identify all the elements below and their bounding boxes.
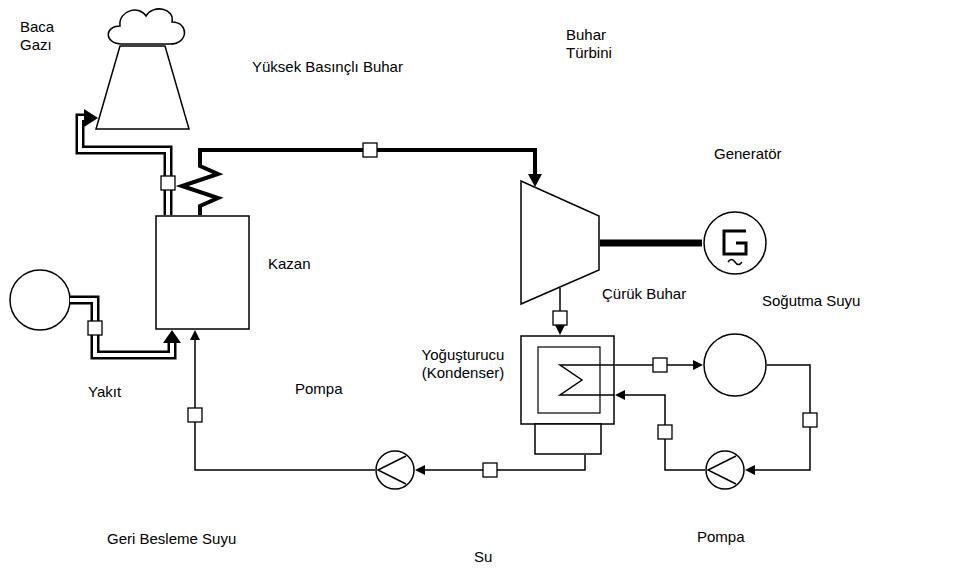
valve-square: [188, 408, 202, 422]
cooling-coil: [560, 365, 614, 395]
turbine-outline: [521, 181, 599, 304]
pump-symbol: [378, 456, 406, 484]
condenser: Yoğuşturucu (Kondenser): [520, 335, 615, 455]
node-label: Soğutma Suyu: [762, 292, 860, 310]
node-label: Pompa: [697, 528, 745, 546]
pipe-connector: [182, 150, 542, 215]
feed-pump: Pompa: [375, 450, 415, 490]
arrow-head: [693, 360, 703, 370]
valve-group: [88, 143, 817, 477]
arrow-head: [615, 390, 625, 400]
cooling-water: Soğutma Suyu: [703, 333, 767, 397]
condenser-hotwell: [535, 424, 601, 454]
pump-symbol: [708, 456, 736, 484]
arrow-head: [190, 330, 200, 340]
valve-square: [658, 425, 672, 439]
pipe-line: [423, 455, 585, 470]
valve-square: [88, 321, 102, 335]
pump-outline: [376, 451, 414, 489]
node-label: Yoğuşturucu (Kondenser): [410, 346, 516, 382]
chimney-outline: [96, 46, 189, 129]
fuel-arrow: [163, 330, 181, 343]
pump-outline: [706, 451, 744, 489]
boiler: Kazan: [155, 215, 250, 330]
steam-turbine: Buhar Türbini: [520, 180, 600, 305]
generator-shape: [702, 210, 768, 276]
valve-square: [161, 176, 175, 190]
valve-square: [363, 143, 377, 157]
flow-label: Çürük Buhar: [600, 285, 688, 303]
pipe-line: [195, 338, 375, 470]
pipe-connector: [415, 455, 585, 475]
feed-pump-shape: [375, 450, 415, 490]
node-label: Generatör: [714, 145, 782, 163]
node-label: Baca Gazı: [20, 18, 68, 54]
arrow-head: [415, 465, 425, 475]
pipe-connector: [600, 243, 702, 244]
pipe-line: [80, 118, 168, 215]
pipe-line: [623, 395, 705, 470]
valve-square: [803, 413, 817, 427]
arrow-head: [84, 109, 98, 127]
cooling-water-shape: [703, 333, 767, 397]
condenser-shape: [520, 335, 615, 455]
flow-label: Su: [472, 548, 494, 566]
boiler-shape: [155, 215, 250, 330]
node-label: Buhar Türbini: [566, 26, 628, 62]
generator-symbol: [724, 231, 746, 254]
boiler-outline: [156, 216, 249, 329]
ac-symbol: [728, 260, 742, 265]
cooling-tank: [704, 334, 766, 396]
cooling-pump: Pompa: [705, 450, 745, 490]
node-label: Kazan: [268, 255, 311, 273]
part-label: Yakıt: [88, 383, 121, 401]
chimney-shape: [95, 45, 190, 130]
pipe-line: [80, 118, 168, 215]
node-label: Pompa: [295, 380, 343, 398]
valve-square: [553, 311, 567, 325]
steam-turbine-shape: [520, 180, 600, 305]
fuel-tank: [10, 270, 70, 330]
condenser-outline: [521, 336, 614, 424]
chimney: Baca Gazı: [95, 45, 190, 130]
pipe-line: [182, 150, 535, 215]
valve-square: [483, 463, 497, 477]
generator-outline: [704, 212, 766, 274]
valve-square: [653, 358, 667, 372]
cooling-pump-shape: [705, 450, 745, 490]
arrow-head: [555, 325, 565, 335]
pipe-connector: [615, 390, 705, 470]
arrow-head: [745, 465, 755, 475]
pipe-connector: [190, 330, 375, 470]
heat-exchanger: [538, 347, 600, 413]
flow-label: Geri Besleme Suyu: [105, 530, 238, 548]
smoke-cloud: [108, 9, 184, 44]
pipe-line: [600, 240, 702, 247]
flow-label: Yüksek Basınçlı Buhar: [250, 58, 405, 76]
generator: Generatör: [702, 210, 768, 276]
